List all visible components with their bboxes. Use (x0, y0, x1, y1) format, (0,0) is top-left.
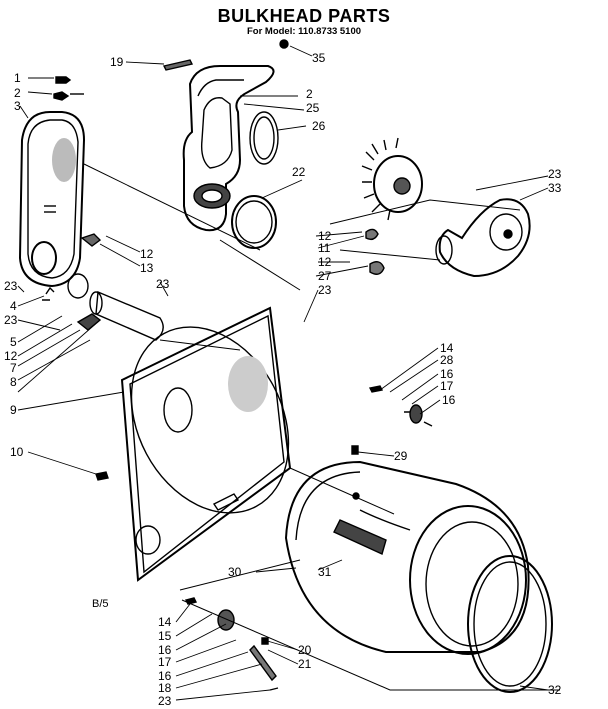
callout-26: 26 (312, 119, 326, 133)
clip-part-27 (369, 261, 385, 275)
callout-2: 2 (14, 86, 21, 100)
callout-23d: 23 (4, 279, 18, 293)
callout-29: 29 (394, 449, 408, 463)
screw-part-35 (279, 39, 289, 49)
callout-4: 4 (10, 299, 17, 313)
gasket-inner-26 (253, 116, 275, 160)
callout-5: 5 (10, 335, 17, 349)
drum-seal-part-32 (467, 555, 553, 693)
callout-30: 30 (228, 565, 242, 579)
screw-parts (53, 76, 84, 101)
callout-12b: 12 (318, 255, 332, 269)
callout-23b: 23 (318, 283, 332, 297)
callout-7: 7 (10, 361, 17, 375)
callout-22: 22 (292, 165, 306, 179)
callout-20: 20 (298, 643, 312, 657)
callout-28: 28 (440, 353, 454, 367)
callout-16c: 16 (158, 643, 172, 657)
callout-23e: 23 (4, 313, 18, 327)
clip-part-11 (365, 228, 379, 241)
callout-17b: 17 (158, 655, 172, 669)
diagram-code: B/5 (92, 598, 109, 610)
callout-31: 31 (318, 565, 332, 579)
assembly-lines (83, 163, 560, 691)
leader-lines (17, 45, 549, 701)
callout-14b: 14 (158, 615, 172, 629)
roller-parts-upper (368, 385, 433, 427)
callout-17a: 17 (440, 379, 454, 393)
callout-13: 13 (140, 261, 154, 275)
blower-wheel-part (361, 137, 423, 221)
callout-35: 35 (312, 51, 326, 65)
callout-8: 8 (10, 375, 17, 389)
callout-19: 19 (110, 55, 124, 69)
callout-23c: 23 (156, 277, 170, 291)
seal-ring-22 (231, 195, 277, 249)
callout-21: 21 (298, 657, 312, 671)
roller-parts-lower (184, 597, 279, 691)
callout-23f: 23 (158, 694, 172, 708)
callout-12d: 12 (4, 349, 18, 363)
screw-part-10 (95, 471, 109, 481)
drum-part (284, 460, 530, 655)
callout-27: 27 (318, 269, 332, 283)
callout-12c: 12 (140, 247, 154, 261)
callout-labels: 1 2 3 19 35 2 25 26 22 23 33 12 11 12 27… (4, 51, 562, 708)
callout-10: 10 (10, 445, 24, 459)
callout-2b: 2 (306, 87, 313, 101)
diagram-title: BULKHEAD PARTS (217, 6, 391, 26)
callout-16b: 16 (442, 393, 456, 407)
callout-25: 25 (306, 101, 320, 115)
callout-33: 33 (548, 181, 562, 195)
callout-32: 32 (548, 683, 562, 697)
callout-12a: 12 (318, 229, 332, 243)
callout-11: 11 (318, 241, 331, 255)
callout-3: 3 (14, 99, 21, 113)
blower-housing-part (435, 198, 531, 278)
pin-part (162, 59, 194, 71)
callout-18: 18 (158, 681, 172, 695)
front-duct-part (18, 111, 86, 288)
callout-14a: 14 (440, 341, 454, 355)
callout-9: 9 (10, 403, 17, 417)
seal-ring-inner-22 (235, 200, 273, 244)
callout-16a: 16 (440, 367, 454, 381)
callout-16d: 16 (158, 669, 172, 683)
callout-1: 1 (14, 71, 21, 85)
gasket-part-26 (249, 111, 279, 165)
callout-23a: 23 (548, 167, 562, 181)
clip-part-29 (351, 445, 359, 455)
callout-15: 15 (158, 629, 172, 643)
model-subtitle: For Model: 110.8733 5100 (246, 26, 362, 37)
drum-seal-inner-32 (473, 561, 547, 687)
rear-duct-part (182, 65, 275, 232)
